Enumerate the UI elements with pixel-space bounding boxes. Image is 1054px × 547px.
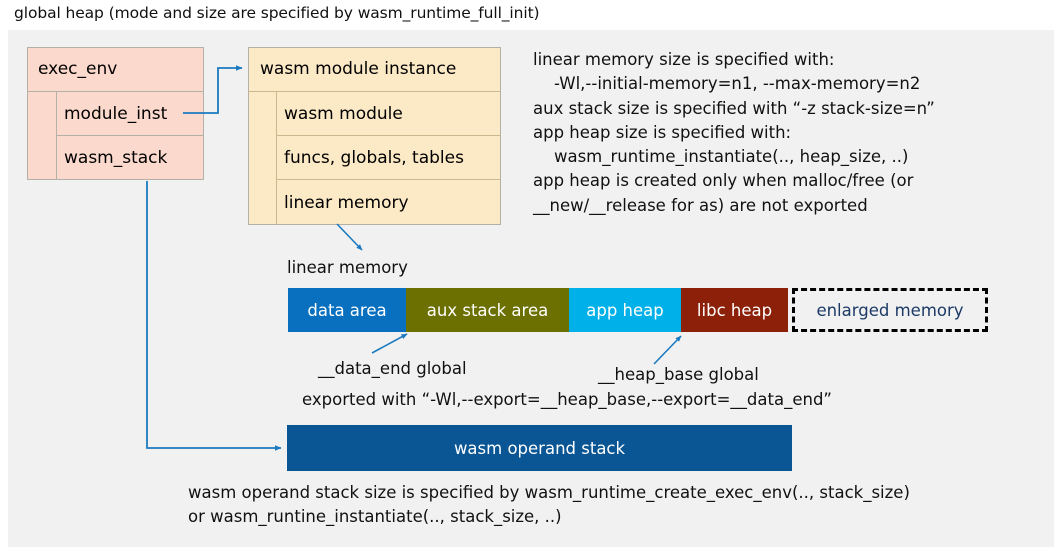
module-instance-inner-column-divider: [276, 91, 277, 225]
module-instance-header-divider: [248, 91, 501, 92]
memory-segment-libc-heap: libc heap: [681, 288, 788, 332]
module-instance-title: wasm module instance: [260, 59, 457, 79]
module-instance-field-funcs-globals-tables: funcs, globals, tables: [284, 147, 464, 168]
exec-env-field-wasm-stack: wasm_stack: [64, 148, 168, 168]
operand-stack-notes: wasm operand stack size is specified by …: [188, 483, 910, 527]
wasm-module-instance-box: [248, 47, 501, 225]
module-instance-field-linear-memory: linear memory: [284, 192, 409, 213]
annotation-data-end: __data_end global: [318, 359, 467, 378]
exec-env-row-divider: [56, 135, 204, 136]
module-instance-row-divider-1: [276, 135, 501, 136]
wasm-operand-stack-box: wasm operand stack: [287, 425, 792, 471]
annotation-exported-with: exported with “-Wl,--export=__heap_base,…: [302, 390, 832, 409]
linear-memory-caption: linear memory: [287, 258, 408, 277]
memory-segment-aux-stack-area: aux stack area: [406, 288, 569, 332]
exec-env-header-divider: [27, 91, 204, 92]
page-title: global heap (mode and size are specified…: [14, 4, 540, 22]
memory-segment-app-heap: app heap: [569, 288, 681, 332]
annotation-heap-base: __heap_base global: [598, 365, 759, 384]
exec-env-title: exec_env: [38, 59, 118, 79]
module-instance-field-wasm-module: wasm module: [284, 103, 403, 124]
exec-env-field-module-inst: module_inst: [64, 103, 168, 124]
memory-segment-enlarged-memory: enlarged memory: [792, 288, 988, 332]
memory-segment-data-area: data area: [288, 288, 406, 332]
linear-memory-notes: linear memory size is specified with: -W…: [533, 50, 935, 215]
module-instance-row-divider-2: [276, 179, 501, 180]
